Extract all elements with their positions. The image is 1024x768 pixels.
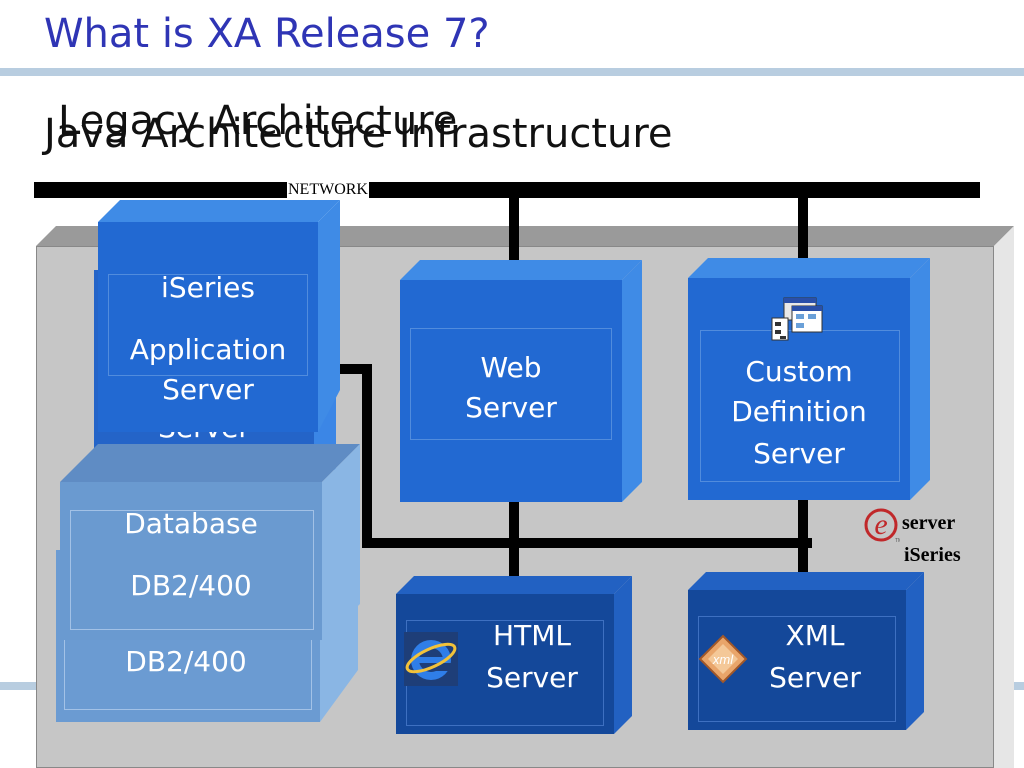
app-server-side xyxy=(318,200,340,432)
eserver-logo-icon: e TM xyxy=(864,508,900,544)
custom-server-top xyxy=(688,258,930,278)
app-server-line2: Application xyxy=(129,333,287,366)
html-server-line1: HTML xyxy=(493,619,571,652)
platform-side xyxy=(994,226,1014,768)
app-server-top xyxy=(98,200,340,222)
html-server-top xyxy=(396,576,632,594)
brand-iseries-text: iSeries xyxy=(904,544,961,566)
connector-app-h xyxy=(340,364,372,374)
app-server-line3: Server xyxy=(162,373,254,406)
connector-app-v xyxy=(362,364,372,548)
xml-diamond-icon: xml xyxy=(698,634,748,684)
xml-server-line1: XML xyxy=(785,619,845,652)
xml-server-side xyxy=(906,572,924,730)
connector-web-down xyxy=(509,500,519,580)
network-diagram-icon xyxy=(771,297,823,341)
network-label: NETWORK xyxy=(287,181,369,199)
custom-server-line3: Server xyxy=(753,437,845,470)
database-line1: Database xyxy=(124,507,258,540)
xml-server-top xyxy=(688,572,924,590)
slide-title: What is XA Release 7? xyxy=(44,11,490,57)
web-server-line2: Server xyxy=(465,391,557,424)
bottom-rule-right xyxy=(1014,682,1024,690)
app-server-line1: iSeries xyxy=(161,271,255,304)
svg-text:TM: TM xyxy=(895,538,900,544)
html-server-side xyxy=(614,576,632,734)
web-server-side xyxy=(622,260,642,502)
database: Database DB2/400 xyxy=(60,482,322,640)
connector-custom-up xyxy=(798,196,808,260)
connector-web-up xyxy=(509,196,519,260)
network-bar xyxy=(34,182,980,198)
subtitle-legacy: Legacy Architecture xyxy=(58,98,458,144)
svg-text:e: e xyxy=(874,508,887,541)
connector-custom-down xyxy=(798,500,808,580)
subtitle-java: Java Architecture Infrastructure xyxy=(44,111,673,157)
web-server-line1: Web xyxy=(480,351,542,384)
connector-bus xyxy=(362,538,812,548)
custom-server-side xyxy=(910,258,930,500)
xml-server-line2: Server xyxy=(769,661,861,694)
database-ghost-label: DB2/400 xyxy=(125,645,247,678)
database-side xyxy=(322,444,360,640)
brand-server-text: server xyxy=(902,512,956,534)
custom-server-line2: Definition xyxy=(731,395,867,428)
database-line2: DB2/400 xyxy=(130,569,252,602)
internet-explorer-icon xyxy=(404,632,458,686)
bottom-rule-left xyxy=(0,682,36,690)
custom-server-line1: Custom xyxy=(745,355,853,388)
html-server-line2: Server xyxy=(486,661,578,694)
title-rule xyxy=(0,68,1024,76)
app-server: iSeries Application Server xyxy=(98,222,318,432)
svg-text:xml: xml xyxy=(712,652,734,667)
web-server-top xyxy=(400,260,642,280)
web-server: Web Server xyxy=(400,280,622,502)
database-top xyxy=(60,444,360,482)
